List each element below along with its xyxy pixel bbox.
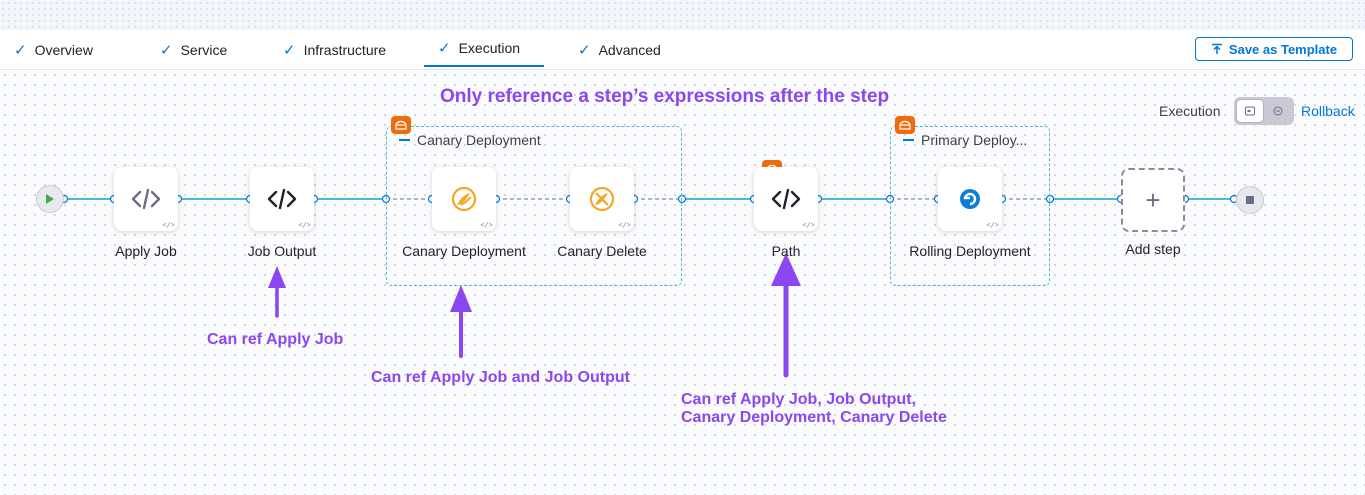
tab-label: Execution <box>458 39 521 56</box>
note-path-line1: Can ref Apply Job, Job Output, <box>681 391 916 408</box>
code-icon <box>267 188 297 210</box>
collapse-icon <box>399 139 410 141</box>
plus-icon: + <box>1145 184 1161 215</box>
code-icon <box>771 188 801 210</box>
arrowhead <box>450 285 472 312</box>
stage-tab-bar: ✓ Overview ✓ Service ✓ Infrastructure ✓ Exec… <box>0 30 1365 70</box>
port-dot <box>677 194 687 204</box>
script-badge-icon: </> <box>618 221 631 229</box>
step-job-output[interactable]: </> <box>250 167 314 231</box>
tab-label: Overview <box>34 41 93 58</box>
script-badge-icon: </> <box>802 221 815 229</box>
script-badge-icon: </> <box>162 221 175 229</box>
step-canary-delete[interactable]: </> <box>570 167 634 231</box>
group-label-text: Canary Deployment <box>417 132 541 148</box>
step-group-canary-deployment <box>386 126 682 286</box>
note-canary: Can ref Apply Job and Job Output <box>371 369 630 386</box>
pipeline-end <box>1236 186 1264 214</box>
arrowhead <box>771 253 801 286</box>
script-badge-icon: </> <box>986 221 999 229</box>
step-group-label-canary[interactable]: Canary Deployment <box>399 132 541 148</box>
step-group-icon <box>895 116 915 134</box>
add-step-button[interactable]: + <box>1121 168 1185 232</box>
script-badge-icon: </> <box>298 221 311 229</box>
step-label: Apply Job <box>115 243 177 259</box>
step-label: Canary Deployment <box>402 243 526 259</box>
step-path[interactable]: </> <box>754 167 818 231</box>
step-group-label-primary[interactable]: Primary Deploy... <box>903 132 1027 148</box>
port-dot <box>1045 194 1055 204</box>
check-icon: ✓ <box>578 41 591 59</box>
rollback-link[interactable]: Rollback <box>1301 103 1355 119</box>
check-icon: ✓ <box>160 41 173 59</box>
tab-label: Service <box>180 41 228 58</box>
execution-label: Execution <box>1159 103 1221 119</box>
execution-rollback-toggle[interactable] <box>1234 97 1294 125</box>
execution-view-icon <box>1236 99 1264 123</box>
step-canary-deployment[interactable]: </> <box>432 167 496 231</box>
tab-service[interactable]: ✓ Service <box>160 30 227 69</box>
script-badge-icon: </> <box>480 221 493 229</box>
step-label: Path <box>771 243 801 259</box>
top-strip <box>0 0 1365 30</box>
note-path-line2: Canary Deployment, Canary Delete <box>681 409 947 426</box>
step-label: Job Output <box>247 243 317 259</box>
canary-icon <box>451 186 477 212</box>
check-icon: ✓ <box>283 41 296 59</box>
rollback-view-icon <box>1268 103 1288 119</box>
pipeline-start <box>36 185 64 213</box>
step-apply-job[interactable]: </> <box>114 167 178 231</box>
check-icon: ✓ <box>14 41 27 59</box>
tab-execution[interactable]: ✓ Execution <box>424 30 544 67</box>
save-as-template-label: Save as Template <box>1228 41 1338 57</box>
tab-advanced[interactable]: ✓ Advanced <box>578 30 661 69</box>
collapse-icon <box>903 139 914 141</box>
code-icon <box>131 188 161 210</box>
upload-icon <box>1211 43 1222 54</box>
tab-infrastructure[interactable]: ✓ Infrastructure <box>283 30 386 69</box>
group-label-text: Primary Deploy... <box>921 132 1028 148</box>
step-group-primary-deployment <box>890 126 1050 286</box>
step-rolling-deployment[interactable]: </> <box>938 167 1002 231</box>
annotation-title: Only reference a step’s expressions afte… <box>440 86 890 107</box>
arrowhead <box>268 266 286 288</box>
step-group-icon <box>391 116 411 134</box>
step-label: Rolling Deployment <box>909 243 1031 259</box>
note-job-output: Can ref Apply Job <box>207 331 344 348</box>
canary-delete-icon <box>589 186 615 212</box>
add-step-label: Add step <box>1125 241 1181 257</box>
play-icon <box>46 194 54 204</box>
tab-label: Infrastructure <box>303 41 387 58</box>
save-as-template-button[interactable]: Save as Template <box>1195 37 1353 61</box>
tab-label: Advanced <box>598 41 661 58</box>
stop-icon <box>1246 196 1254 204</box>
step-label: Canary Delete <box>557 243 647 259</box>
rolling-icon <box>960 189 980 209</box>
check-icon: ✓ <box>438 39 451 57</box>
tab-overview[interactable]: ✓ Overview <box>14 30 93 69</box>
